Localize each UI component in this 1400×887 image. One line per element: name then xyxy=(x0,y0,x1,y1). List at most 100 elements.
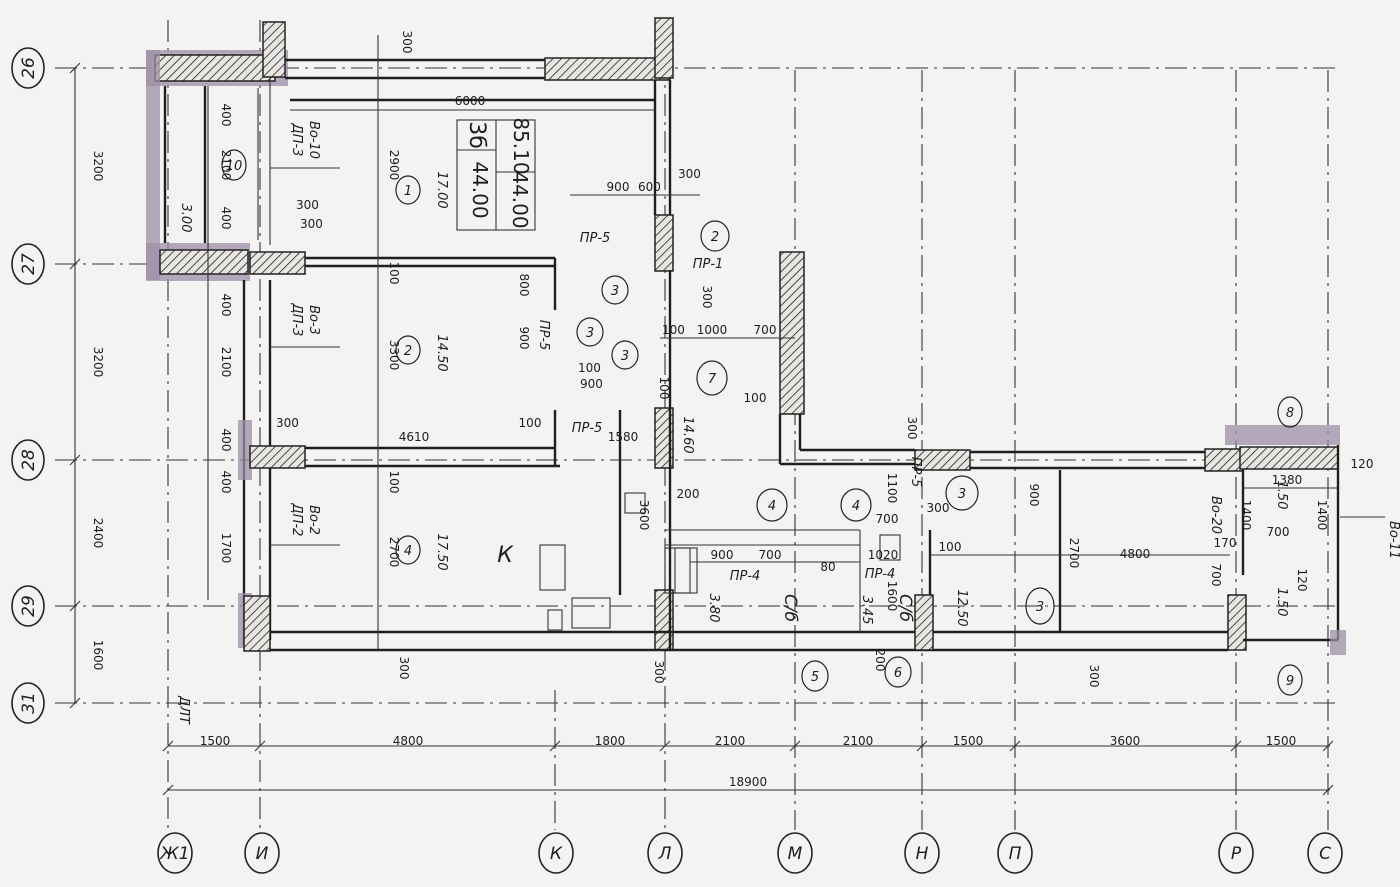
wall-top-left xyxy=(154,54,276,82)
room-marker-3d xyxy=(945,475,979,511)
apartment-living-area: 44.00 xyxy=(468,161,492,218)
wall-pr1 xyxy=(654,214,674,272)
axis-label-r: Р xyxy=(1231,844,1242,864)
svg-text:100: 100 xyxy=(744,391,767,405)
svg-text:800: 800 xyxy=(517,274,531,297)
axis-bubble-l xyxy=(647,832,683,874)
room-marker-2 xyxy=(395,335,421,365)
door-dlt: ДЛТ xyxy=(176,695,191,725)
wall-29-left xyxy=(243,595,271,652)
axis-label-m: М xyxy=(788,844,803,864)
svg-text:3600: 3600 xyxy=(637,500,651,531)
svg-text:1: 1 xyxy=(404,184,412,199)
window-top-w10: Во-10 xyxy=(306,121,321,159)
area-room-9: 1.50 xyxy=(1274,588,1289,617)
door-pr1: ПР-1 xyxy=(693,257,724,272)
svg-text:900: 900 xyxy=(580,377,603,391)
dim-bottom-3: 1800 xyxy=(595,734,626,748)
svg-text:2900: 2900 xyxy=(387,150,401,181)
svg-text:100: 100 xyxy=(387,262,401,285)
window-top-w2: Во-2 xyxy=(306,505,321,535)
svg-text:4610: 4610 xyxy=(399,430,430,444)
svg-text:120: 120 xyxy=(1351,457,1374,471)
room-marker-3a xyxy=(601,275,629,305)
svg-text:3300: 3300 xyxy=(387,340,401,371)
area-room-2: 14.50 xyxy=(434,334,449,371)
svg-text:100: 100 xyxy=(939,540,962,554)
svg-text:3: 3 xyxy=(621,349,629,364)
axis-label-29: 29 xyxy=(19,595,39,617)
area-room-4: 17.50 xyxy=(434,533,449,570)
svg-text:900: 900 xyxy=(517,327,531,350)
room-marker-5 xyxy=(801,660,829,692)
svg-text:300: 300 xyxy=(400,31,414,54)
svg-text:700: 700 xyxy=(759,548,782,562)
svg-text:7: 7 xyxy=(708,372,717,387)
window-bottom-w3: ДП-3 xyxy=(289,303,304,337)
axis-label-i: И xyxy=(256,844,269,864)
area-room-7: 14.60 xyxy=(680,416,695,453)
area-room-3b: 12.50 xyxy=(954,589,969,626)
window-bottom-w2: ДП-2 xyxy=(289,503,304,537)
svg-text:2700: 2700 xyxy=(387,537,401,568)
svg-text:100: 100 xyxy=(578,361,601,375)
room-marker-3b xyxy=(576,317,604,347)
room-marker-8 xyxy=(1277,396,1303,428)
wall-28-left xyxy=(249,445,306,469)
svg-text:300: 300 xyxy=(927,501,950,515)
svg-text:300: 300 xyxy=(678,167,701,181)
room-marker-9 xyxy=(1277,664,1303,696)
area-room-1: 17.00 xyxy=(434,171,449,208)
svg-text:900: 900 xyxy=(1027,484,1041,507)
axis-bubble-29 xyxy=(11,585,45,627)
room-marker-4b xyxy=(756,488,788,522)
axis-bubble-zh xyxy=(157,832,193,874)
room-marker-4c xyxy=(840,488,872,522)
dim-left-3: 2400 xyxy=(91,518,105,549)
svg-text:700: 700 xyxy=(1209,564,1223,587)
svg-text:700: 700 xyxy=(876,512,899,526)
svg-text:6000: 6000 xyxy=(455,94,486,108)
inner-dimensions: 6000 2900 300 900 600 300 300 300 800 90… xyxy=(207,31,1374,687)
window-top-w3: Во-3 xyxy=(306,305,321,335)
axis-bubble-26 xyxy=(11,47,45,89)
dim-bottom-5: 2100 xyxy=(843,734,874,748)
svg-text:10: 10 xyxy=(226,159,243,174)
axis-bubble-s xyxy=(1307,832,1343,874)
room-marker-3e xyxy=(1025,587,1055,625)
door-labels: ПР-5 ПР-1 ПР-5 ПР-5 ПР-5 ПР-4 ПР-4 ДЛТ xyxy=(176,231,923,725)
axis-bubble-r xyxy=(1218,832,1254,874)
svg-text:1700: 1700 xyxy=(219,533,233,564)
svg-text:1000: 1000 xyxy=(697,323,728,337)
svg-text:5: 5 xyxy=(811,670,819,685)
room-markers: 1 2 3 3 3 2 4 7 4 4 3 5 6 3 8 9 10 xyxy=(221,149,1303,696)
svg-text:400: 400 xyxy=(219,104,233,127)
svg-text:200: 200 xyxy=(677,487,700,501)
area-room-10: 3.00 xyxy=(178,204,193,233)
svg-text:100: 100 xyxy=(662,323,685,337)
axis-label-zh: Ж1 xyxy=(159,844,189,864)
axis-bubble-27 xyxy=(11,243,45,285)
dim-total: 18900 xyxy=(729,775,767,789)
svg-text:1400: 1400 xyxy=(1239,500,1253,531)
window-labels: Во-10 ДП-3 Во-3 ДП-3 Во-2 ДП-2 Во-20 Во-… xyxy=(270,121,1400,559)
svg-text:2: 2 xyxy=(404,344,412,359)
bottom-dimension-chain: 1500 4800 1800 2100 2100 1500 3600 1500 … xyxy=(162,734,1334,796)
svg-text:1580: 1580 xyxy=(608,430,639,444)
dim-left-4: 1600 xyxy=(91,640,105,671)
svg-text:1400: 1400 xyxy=(1315,500,1329,531)
room-marker-10 xyxy=(221,149,247,181)
svg-text:1600: 1600 xyxy=(885,581,899,612)
svg-text:700: 700 xyxy=(1267,525,1290,539)
svg-text:900: 900 xyxy=(711,548,734,562)
room-marker-3c xyxy=(611,340,639,370)
svg-text:100: 100 xyxy=(519,416,542,430)
svg-text:300: 300 xyxy=(276,416,299,430)
svg-text:1380: 1380 xyxy=(1272,473,1303,487)
svg-text:300: 300 xyxy=(296,198,319,212)
door-pr5-c: ПР-5 xyxy=(572,421,603,436)
svg-text:400: 400 xyxy=(219,429,233,452)
axis-label-27: 27 xyxy=(19,253,39,275)
apartment-living-area-repeat: 44.00 xyxy=(508,171,532,228)
svg-text:300: 300 xyxy=(700,286,714,309)
